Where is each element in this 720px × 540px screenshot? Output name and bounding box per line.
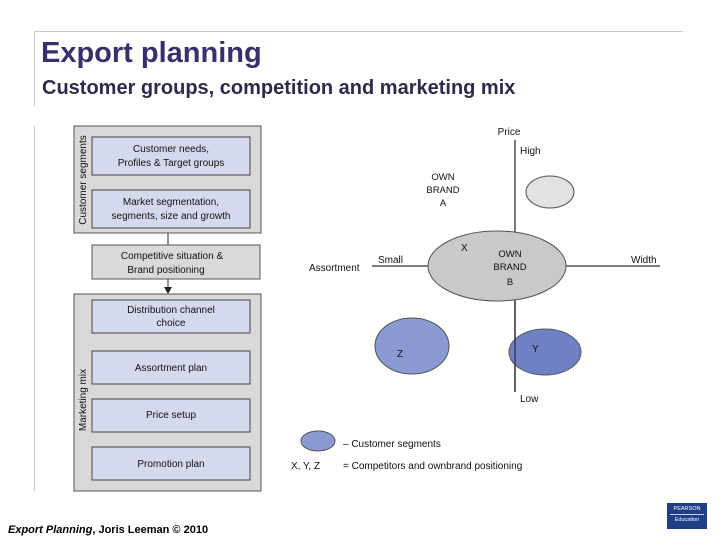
flowchart: Customer segments Customer needs, Profil…	[73, 125, 262, 492]
box-customer-needs	[91, 136, 251, 176]
slide-subtitle: Customer groups, competition and marketi…	[42, 77, 516, 99]
legend: – Customer segments X, Y, Z = Competitor…	[291, 430, 522, 472]
box-price	[91, 398, 251, 433]
box-market-segmentation-line1: Market segmentation,	[123, 197, 219, 208]
box-price-text: Price setup	[146, 410, 196, 421]
logo-bottom-text: Education	[674, 517, 700, 523]
box-distribution-line1: Distribution channel	[127, 305, 215, 316]
title-frame	[34, 31, 683, 106]
segment-own-brand-b	[427, 230, 567, 302]
box-customer-needs-line1: Customer needs,	[133, 144, 209, 155]
segment-z	[374, 317, 450, 375]
box-distribution-line2: choice	[157, 318, 186, 329]
own-brand-a-line3: A	[440, 198, 447, 209]
own-brand-b-line2: BRAND	[493, 262, 526, 273]
slide-title: Export planning	[41, 37, 262, 69]
box-assortment	[91, 350, 251, 385]
pearson-logo: PEARSON Education	[667, 503, 707, 529]
legend-segments-text: – Customer segments	[343, 439, 441, 450]
legend-xyz-text: = Competitors and ownbrand positioning	[343, 461, 522, 472]
box-competitive-line2: Brand positioning	[127, 265, 204, 276]
footer-credit: Export Planning, Joris Leeman © 2010	[8, 524, 208, 536]
box-competitive	[91, 244, 261, 280]
segment-high-price	[525, 175, 575, 209]
box-assortment-text: Assortment plan	[135, 363, 207, 374]
axis-small-label: Small	[378, 255, 403, 266]
axis-low-label: Low	[520, 394, 539, 405]
legend-xyz-symbol: X, Y, Z	[291, 461, 320, 472]
marker-x: X	[461, 243, 468, 254]
customer-segments-label: Customer segments	[78, 135, 89, 224]
own-brand-b-line1: OWN	[498, 249, 521, 260]
logo-top-text: PEARSON	[673, 506, 701, 512]
axis-width-label: Width	[631, 255, 657, 266]
own-brand-a-line1: OWN	[431, 172, 454, 183]
content-frame-line	[34, 126, 35, 491]
box-promotion	[91, 446, 251, 481]
own-brand-b-line3: B	[507, 277, 513, 288]
own-brand-a-line2: BRAND	[426, 185, 459, 196]
axis-high-label: High	[520, 146, 541, 157]
axis-assortment-label: Assortment	[309, 263, 360, 274]
footer-book-title: Export Planning	[8, 524, 93, 536]
axis-price-label: Price	[498, 127, 521, 138]
marker-z: Z	[397, 349, 403, 360]
box-market-segmentation	[91, 189, 251, 229]
positioning-map: Price High Low Assortment Small Width OW…	[309, 127, 660, 405]
logo-divider	[670, 514, 704, 515]
segment-y	[508, 328, 582, 376]
legend-segment-swatch	[300, 430, 336, 452]
marketing-mix-label: Marketing mix	[78, 369, 89, 431]
footer-author: , Joris Leeman © 2010	[92, 524, 209, 536]
marker-y: Y	[532, 344, 539, 355]
box-distribution	[91, 299, 251, 334]
box-competitive-line1: Competitive situation &	[121, 251, 224, 262]
box-customer-needs-line2: Profiles & Target groups	[118, 158, 225, 169]
box-promotion-text: Promotion plan	[137, 459, 204, 470]
connector-arrowhead	[164, 287, 172, 294]
box-market-segmentation-line2: segments, size and growth	[112, 211, 231, 222]
